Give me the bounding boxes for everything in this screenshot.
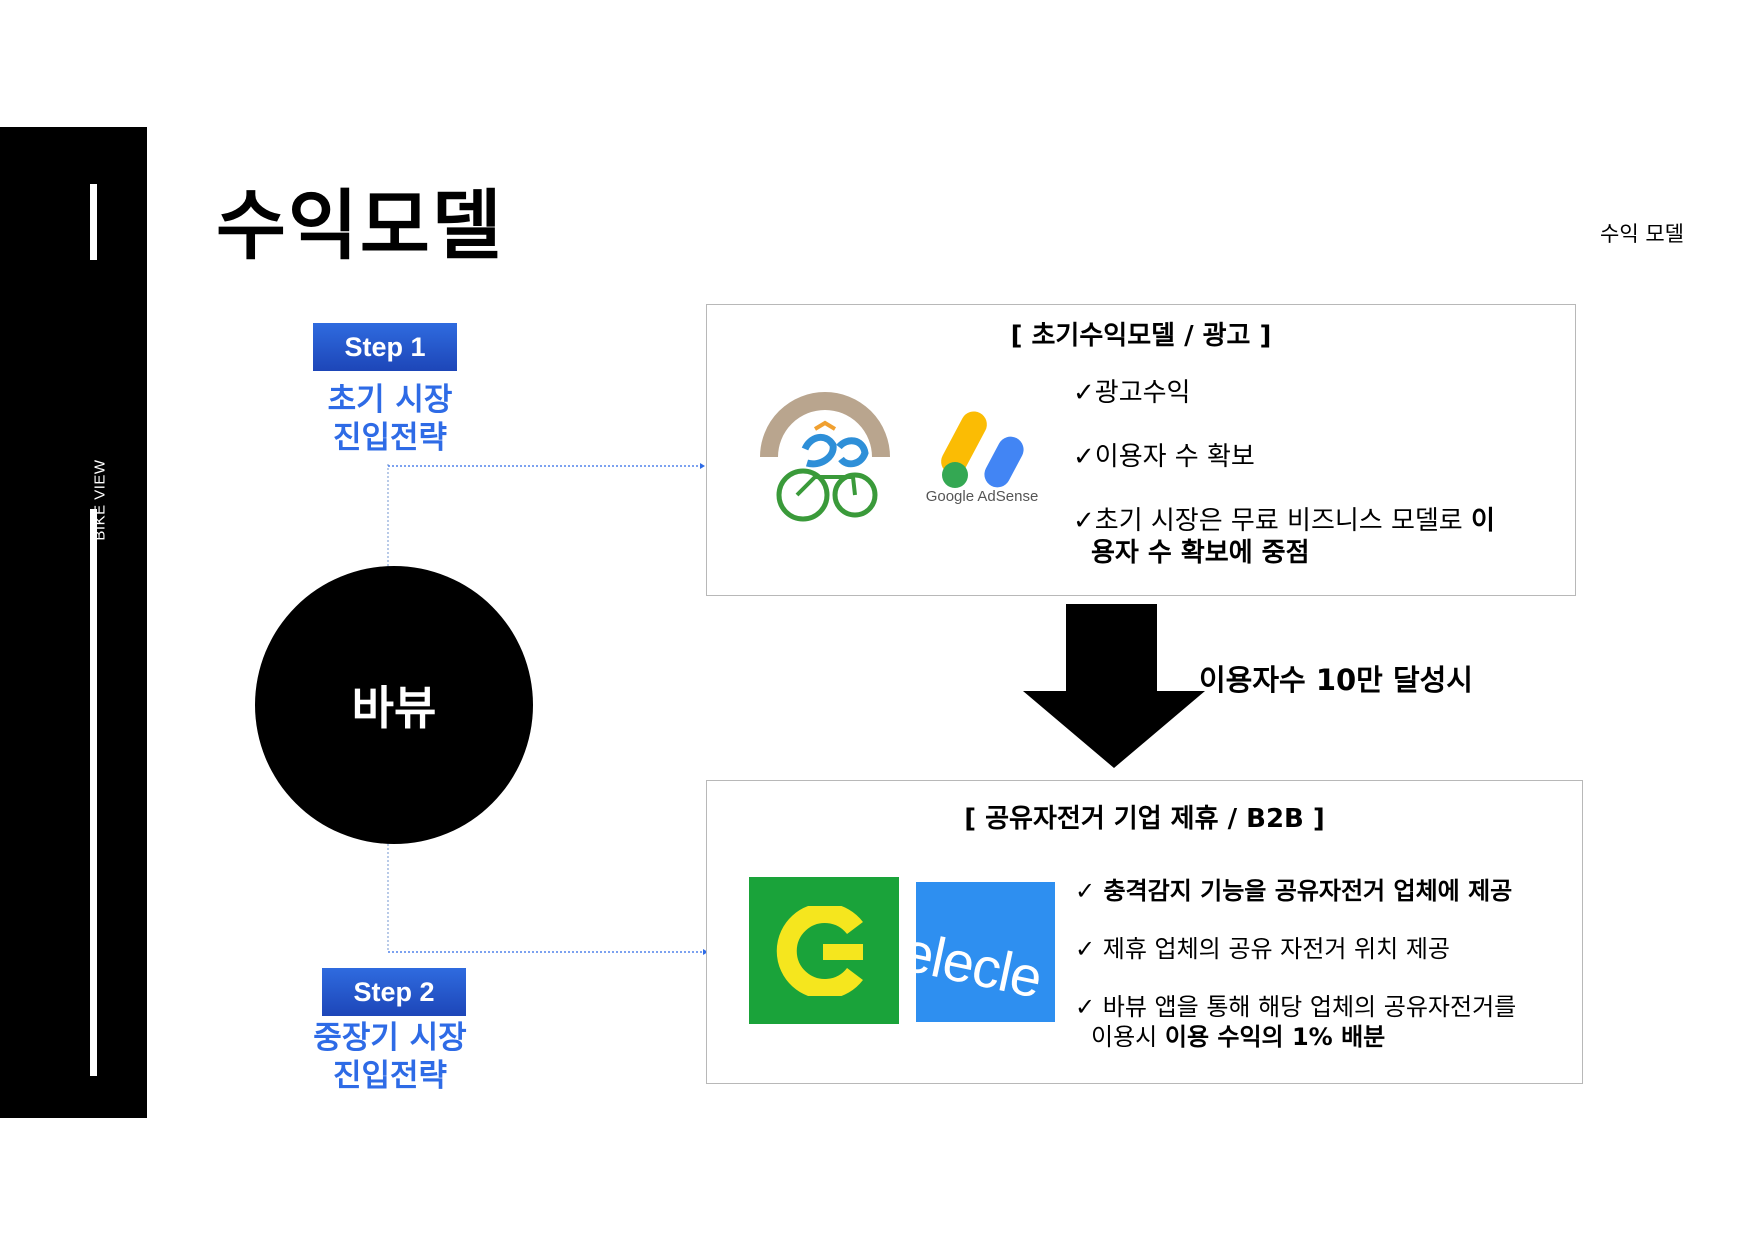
step-2-badge: Step 2 xyxy=(322,968,466,1016)
adsense-label: Google AdSense xyxy=(925,488,1039,505)
sidebar: BIKE VIEW xyxy=(0,127,147,1118)
step-1-strategy: 초기 시장 진입전략 xyxy=(280,381,500,457)
transition-label: 이용자수 10만 달성시 xyxy=(1199,663,1473,697)
tashu-logo-icon xyxy=(760,392,890,522)
page-subtitle: 수익 모델 xyxy=(1600,222,1684,246)
box2-item-revenue-share-line2: 이용시 xyxy=(1091,1023,1165,1051)
sidebar-accent-line-top xyxy=(90,184,97,260)
box1-item-free-model-bold: 이 xyxy=(1471,506,1495,536)
center-label: 바뷰 xyxy=(351,681,437,735)
box2-item-revenue-share-text: ✓ 바뷰 앱을 통해 해당 업체의 공유자전거를 xyxy=(1075,993,1517,1021)
google-adsense-icon xyxy=(941,411,1024,488)
down-arrow-icon xyxy=(1023,604,1205,768)
step-2-strategy-line1: 중장기 시장 xyxy=(313,1020,467,1056)
step-1-badge: Step 1 xyxy=(313,323,457,371)
center-circle: 바뷰 xyxy=(255,566,533,844)
page-title: 수익모델 xyxy=(216,181,504,270)
gcoo-logo-shape xyxy=(776,905,863,996)
step-2-strategy: 중장기 시장 진입전략 xyxy=(290,1019,490,1095)
box1-item-free-model-line2: 용자 수 확보에 중점 xyxy=(1091,538,1310,568)
box1-item-free-model: ✓초기 시장은 무료 비즈니스 모델로 이 용자 수 확보에 중점 xyxy=(1073,505,1553,569)
box1-item-free-model-text: ✓초기 시장은 무료 비즈니스 모델로 xyxy=(1073,506,1471,536)
elecle-logo-text: elecle xyxy=(916,918,1048,1010)
b2b-partnership-box: [ 공유자전거 기업 제휴 / B2B ] elecle ✓ 충격감지 기능을 … xyxy=(706,780,1583,1084)
gcoo-logo-icon xyxy=(749,877,899,1024)
box1-item-user-acquisition: ✓이용자 수 확보 xyxy=(1073,442,1255,472)
box1-item-ad-revenue: ✓광고수익 xyxy=(1073,378,1191,408)
step-1-strategy-line1: 초기 시장 xyxy=(327,382,453,418)
b2b-partnership-title: [ 공유자전거 기업 제휴 / B2B ] xyxy=(964,804,1325,834)
initial-revenue-title: [ 초기수익모델 / 광고 ] xyxy=(1010,321,1272,351)
box2-item-impact-detection-text: ✓ 충격감지 기능을 공유자전거 업체에 제공 xyxy=(1075,877,1513,905)
initial-revenue-box: [ 초기수익모델 / 광고 ] Google AdSense ✓광고수익 ✓이용… xyxy=(706,304,1576,596)
box2-item-location: ✓ 제휴 업체의 공유 자전거 위치 제공 xyxy=(1075,935,1451,963)
box2-item-impact-detection: ✓ 충격감지 기능을 공유자전거 업체에 제공 xyxy=(1075,876,1512,906)
box2-item-revenue-share-bold: 이용 수익의 1% 배분 xyxy=(1164,1023,1386,1051)
step-2-strategy-line2: 진입전략 xyxy=(332,1058,448,1094)
box2-item-revenue-share: ✓ 바뷰 앱을 통해 해당 업체의 공유자전거를 이용시 이용 수익의 1% 배… xyxy=(1075,992,1565,1052)
elecle-logo-icon: elecle xyxy=(916,882,1055,1022)
step-1-strategy-line2: 진입전략 xyxy=(332,420,448,456)
sidebar-accent-line-bottom xyxy=(90,509,97,1076)
